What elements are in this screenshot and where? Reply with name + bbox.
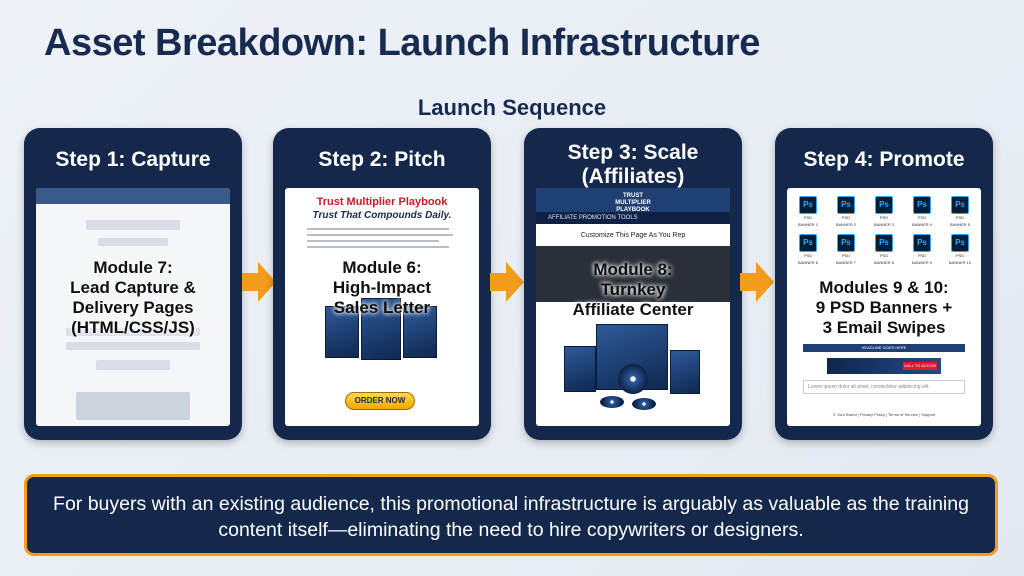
mockup-brand-header: TRUST MULTIPLIER PLAYBOOK	[536, 188, 730, 213]
sales-letter-mockup: Trust Multiplier Playbook Trust That Com…	[285, 188, 479, 426]
step-title: Step 1: Capture	[55, 148, 211, 171]
psd-file-type: PSD	[955, 253, 965, 258]
email-banner: CALL TO ACTION	[827, 358, 941, 374]
mockup-header-bar	[36, 188, 230, 204]
photoshop-file-icon: Ps	[913, 234, 931, 252]
psd-file-type: PSD	[879, 253, 889, 258]
psd-file-type: PSD	[917, 253, 927, 258]
photoshop-file-icon: Ps	[913, 196, 931, 214]
step-title: Step 2: Pitch	[318, 148, 446, 171]
psd-file-type: PSD	[841, 253, 851, 258]
banner-label: BANNER 7	[835, 260, 856, 265]
email-body-text: Lorem ipsum dolor sit amet, consectetur …	[803, 380, 965, 394]
mockup-placeholder	[76, 392, 190, 420]
mockup-placeholder	[86, 220, 180, 230]
mockup-text-line	[307, 234, 453, 236]
photoshop-file-icon: Ps	[799, 234, 817, 252]
step-caption: Module 6: High-Impact Sales Letter	[332, 258, 432, 317]
product-box-image	[325, 306, 359, 358]
mockup-strip: AFFILIATE PROMOTION TOOLS	[536, 212, 730, 224]
order-now-button[interactable]: ORDER NOW	[345, 392, 415, 410]
summary-callout: For buyers with an existing audience, th…	[24, 474, 998, 556]
product-box-image	[670, 350, 700, 394]
banner-label: BANNER 10	[948, 260, 972, 265]
photoshop-file-icon: Ps	[837, 196, 855, 214]
call-to-action-button[interactable]: CALL TO ACTION	[903, 362, 937, 370]
step-title: Step 4: Promote	[803, 148, 965, 171]
mockup-customize-text: Customize This Page As You Rep	[580, 232, 686, 239]
step-title: Step 3: Scale (Affiliates)	[567, 141, 699, 188]
email-swipe-heading: HEADLINE GOES HERE	[803, 344, 965, 352]
psd-file-type: PSD	[803, 215, 813, 220]
mockup-placeholder	[98, 238, 168, 246]
step-card-scale: Step 3: Scale (Affiliates) TRUST MULTIPL…	[524, 128, 742, 440]
banner-label: BANNER 8	[873, 260, 894, 265]
disc-image	[600, 396, 624, 408]
product-box-image	[361, 298, 401, 360]
psd-file-type: PSD	[955, 215, 965, 220]
affiliate-center-mockup: TRUST MULTIPLIER PLAYBOOK AFFILIATE PROM…	[536, 188, 730, 426]
banner-label: BANNER 2	[835, 222, 856, 227]
psd-file-type: PSD	[879, 215, 889, 220]
banner-label: BANNER 5	[949, 222, 970, 227]
step-card-capture: Step 1: Capture Module 7: Lead Capture &…	[24, 128, 242, 440]
mockup-text-line	[307, 228, 449, 230]
mockup-text-line	[307, 240, 439, 242]
banner-label: BANNER 6	[797, 260, 818, 265]
mockup-placeholder	[96, 360, 170, 370]
mockup-heading: Trust Multiplier Playbook	[316, 196, 448, 208]
product-box-image	[403, 306, 437, 358]
banner-label: BANNER 1	[797, 222, 818, 227]
step-caption: Modules 9 & 10: 9 PSD Banners + 3 Email …	[815, 278, 953, 337]
banner-label: BANNER 4	[911, 222, 932, 227]
mockup-footer: © Your Brand | Privacy Policy | Terms of…	[832, 412, 936, 417]
photoshop-file-icon: Ps	[875, 196, 893, 214]
banner-label: BANNER 9	[911, 260, 932, 265]
photoshop-file-icon: Ps	[951, 234, 969, 252]
psd-file-type: PSD	[917, 215, 927, 220]
mockup-tagline: Trust That Compounds Daily.	[312, 210, 452, 221]
mockup-text-line	[307, 246, 449, 248]
mockup-placeholder	[66, 328, 200, 336]
mockup-dark-band	[536, 246, 730, 302]
photoshop-file-icon: Ps	[875, 234, 893, 252]
disc-image	[632, 398, 656, 410]
mockup-placeholder	[66, 342, 200, 350]
product-box-image	[564, 346, 596, 392]
photoshop-file-icon: Ps	[837, 234, 855, 252]
step-caption: Module 8: Turnkey Affiliate Center	[572, 260, 694, 319]
callout-text: For buyers with an existing audience, th…	[53, 493, 969, 541]
psd-file-type: PSD	[841, 215, 851, 220]
photoshop-file-icon: Ps	[799, 196, 817, 214]
section-subtitle: Launch Sequence	[417, 95, 607, 120]
disc-image	[618, 364, 648, 394]
banner-label: BANNER 3	[873, 222, 894, 227]
photoshop-file-icon: Ps	[951, 196, 969, 214]
psd-file-type: PSD	[803, 253, 813, 258]
step-card-pitch: Step 2: Pitch Trust Multiplier Playbook …	[273, 128, 491, 440]
step-caption: Module 7: Lead Capture & Delivery Pages …	[70, 258, 196, 337]
page-title: Asset Breakdown: Launch Infrastructure	[44, 22, 760, 64]
lead-capture-page-mockup: Module 7: Lead Capture & Delivery Pages …	[36, 188, 230, 426]
